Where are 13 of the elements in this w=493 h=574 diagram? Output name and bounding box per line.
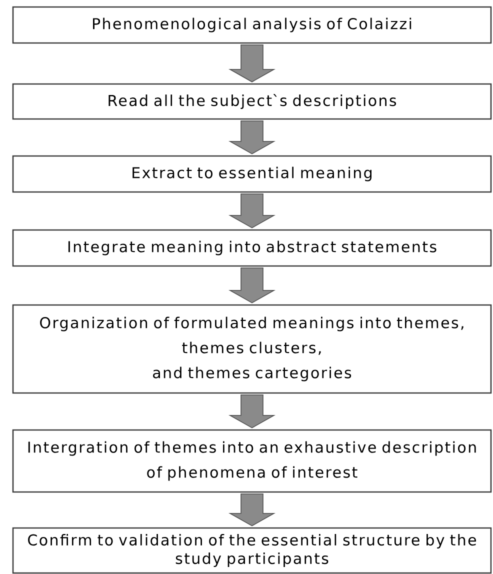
process-box: Extract to essential meaning [12, 155, 492, 193]
block-arrow [228, 394, 276, 428]
process-box: Read all the subject`s descriptions [12, 83, 492, 120]
block-arrow [228, 193, 276, 228]
block-arrow [228, 44, 276, 82]
process-box: Intergration of themes into an exhaustive description of phenomena of interest [12, 429, 492, 493]
block-arrow [228, 120, 276, 154]
block-arrow [228, 493, 276, 526]
process-box: Phenomenological analysis of Colaizzi [12, 6, 492, 44]
process-box: Confirm to validation of the essential structure by the study participants [12, 527, 492, 574]
process-box: Organization of formulated meanings into themes, themes clusters, and themes cartegories [12, 304, 492, 394]
block-arrow [228, 267, 276, 304]
process-box: Integrate meaning into abstract statements [12, 229, 492, 267]
